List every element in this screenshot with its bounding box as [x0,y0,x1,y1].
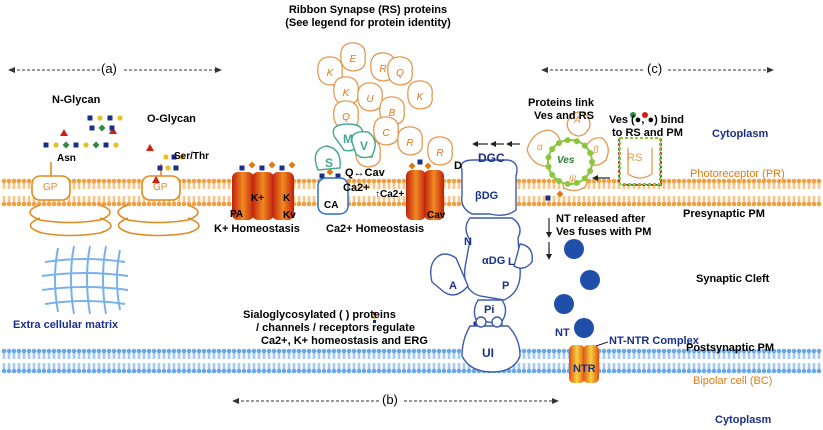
extracellular-matrix-mesh [41,245,129,315]
ser-thr-label: Ser/Thr [174,151,210,162]
beta-dg-label: βDG [475,190,499,202]
diagram-title-line1: Ribbon Synapse (RS) proteins [288,4,448,16]
diagram-title-line2: (See legend for protein identity) [285,17,451,29]
k-plus-label: K+ [251,193,265,204]
extracellular-matrix-label: Extra cellular matrix [13,319,119,331]
ribbon-protein-label: K [327,68,335,79]
s-label: S [325,156,334,170]
sialo-line3: Ca2+, K+ homeostasis and ERG [261,335,428,347]
dgc-complex [429,159,533,373]
m-label: M [343,132,353,146]
ribbon-protein-label: K [417,92,425,103]
k-label: K [283,193,291,204]
ribbon-protein-label: R [379,64,386,75]
gp-label-left: GP [43,182,58,193]
cytoplasm-bottom-label: Cytoplasm [715,414,772,426]
sialo-line2: / channels / receptors regulate [256,322,415,334]
q-cav-label: Q↔Cav [345,167,385,179]
ribbon-synapse-complex: KEKRQUBKRCQRAc [317,42,453,168]
sialo-line1: Sialoglycosylated ( ) proteins [243,309,396,321]
ves-rs-label: Ves and RS [534,110,594,122]
nt-label: NT [555,327,570,339]
section-a-label: (a) [101,61,117,76]
psi-label: ψ [569,173,577,184]
dgc-label: DGC [478,151,505,165]
ves-label: Ves [557,155,575,166]
bipolar-cell-label: Bipolar cell (BC) [693,375,773,387]
ves-fuses-label: Ves fuses with PM [556,226,652,238]
d-label: D [454,160,462,172]
vesicle-linker-complex [526,111,662,192]
ca2-label: Ca2+ [343,182,370,194]
ui-label: UI [482,346,494,360]
ca2-up-label: ↑Ca2+ [375,189,405,200]
ribbon-protein-label: U [366,94,374,105]
presynaptic-pm-label: Presynaptic PM [683,208,765,220]
ribbon-protein-label: K [343,88,351,99]
pi-label: Pi [484,304,495,316]
to-rs-pm-label: to RS and PM [612,127,683,139]
alpha-label: α [537,142,543,153]
k-homeostasis-label: K+ Homeostasis [214,223,300,235]
ca-label: CA [324,200,339,211]
gp-protein-left [29,162,112,237]
neurotransmitter-dots [554,239,600,338]
rs-box-label: RS [627,152,643,164]
alpha-dg-label: αDG [482,255,506,267]
n-glycan-label: N-Glycan [52,94,101,106]
ribbon-protein-label: C [382,128,390,139]
n-label: N [464,236,472,248]
ntr-label: NTR [573,363,596,375]
kv-label: Kv [283,210,296,221]
ves-bind-label: Ves (●, ●) bind [609,114,685,126]
o-glycan-label: O-Glycan [147,113,196,125]
postsynaptic-membrane [1,348,822,374]
nt-released-label: NT released after [556,213,646,225]
a-label: A [449,280,457,292]
ntr-receptor [569,345,599,383]
l-label: L [508,256,515,268]
proteins-link-label: Proteins link [528,97,595,109]
cav-label: Cav [427,210,446,221]
pa-label: PA [230,209,244,220]
nt-ntr-complex-label: NT-NTR Complex [609,335,699,347]
a2-label: A [574,115,581,126]
ribbon-protein-label: R [406,138,413,149]
section-c-label: (c) [647,61,663,76]
cav-channel [406,170,444,220]
synaptic-cleft-label: Synaptic Cleft [696,273,770,285]
gp-label-right: GP [153,182,168,193]
ribbon-protein-label: R [436,148,443,159]
smv-cluster [314,123,376,171]
section-b-label: (b) [382,392,398,407]
photoreceptor-label: Photoreceptor (PR) [690,168,785,180]
beta-label: β [593,145,599,156]
ribbon-protein-label: B [389,108,396,119]
p-label: P [502,280,510,292]
gp-protein-right [117,164,200,237]
asn-label: Asn [57,153,76,164]
k-channel-group [232,172,349,220]
ca-homeostasis-label: Ca2+ Homeostasis [326,223,425,235]
ribbon-protein-label: Q [342,112,350,123]
ribbon-protein-label: E [350,54,357,65]
v-label: V [360,139,369,153]
ribbon-protein-label: Q [396,68,404,79]
cytoplasm-top-label: Cytoplasm [712,128,769,140]
postsynaptic-pm-label: Postsynaptic PM [686,342,775,354]
